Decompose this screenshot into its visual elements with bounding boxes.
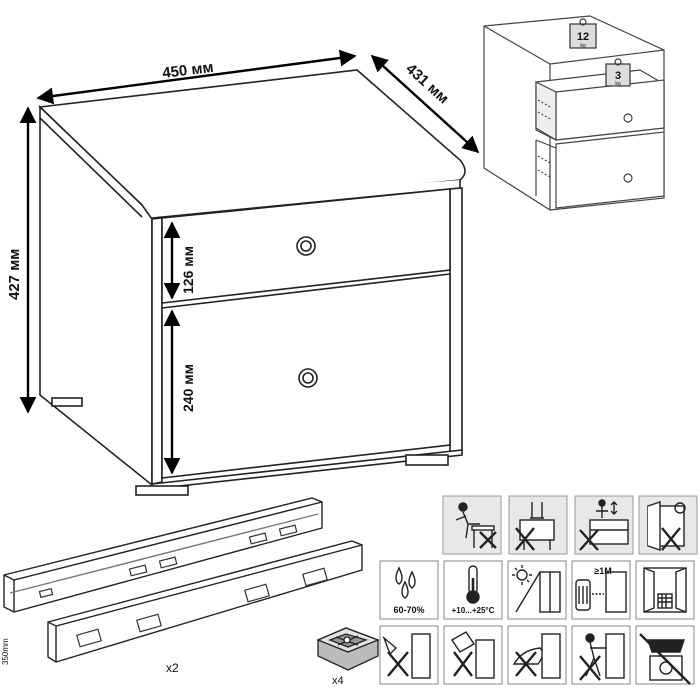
do-not-stand-icon [508,495,568,555]
nightstand-drawing [38,69,466,496]
width-label: 450 мм [161,59,214,82]
temperature-label: +10...+25°C [452,606,495,615]
humidity-label: 60-70% [393,605,424,615]
height-label: 427 мм [6,249,23,300]
drawer-weight-icon: 3 kg [605,58,631,87]
top-drawer-label: 126 мм [180,246,196,294]
no-water-icon [443,625,503,685]
drawer-weight-value: 3 [615,70,621,82]
no-sunlight-icon [507,560,567,620]
thermometer-icon: +10...+25°C [443,560,503,620]
door-opening-icon [638,495,698,555]
no-cutting-icon [379,625,439,685]
dimension-lines [19,49,480,475]
foot-count-label: x4 [332,675,344,687]
humidity-icon: 60-70% [379,560,439,620]
depth-label: 431 мм [402,60,452,107]
bottom-drawer-label: 240 мм [180,364,196,412]
rail-length-label: 350mm [1,638,10,665]
rail-count-label: x2 [166,661,179,675]
do-not-overload-icon [574,495,634,555]
weight-icon: 12 kg [569,18,597,49]
no-dishwasher-icon [635,625,695,685]
no-chemicals-icon [507,625,567,685]
do-not-sit-icon [442,495,502,555]
drawer-rails [3,497,363,663]
distance-label: ≥1M [594,566,611,576]
no-pushing-icon [571,625,631,685]
foot-part [316,627,380,671]
drawer-weight-unit: kg [615,81,621,87]
window-icon [635,560,695,620]
care-icons: 60-70% +10...+25°C [379,495,698,685]
heater-distance-icon: ≥1M [571,560,631,620]
top-weight-unit: kg [580,43,586,49]
top-weight-value: 12 [577,31,589,43]
